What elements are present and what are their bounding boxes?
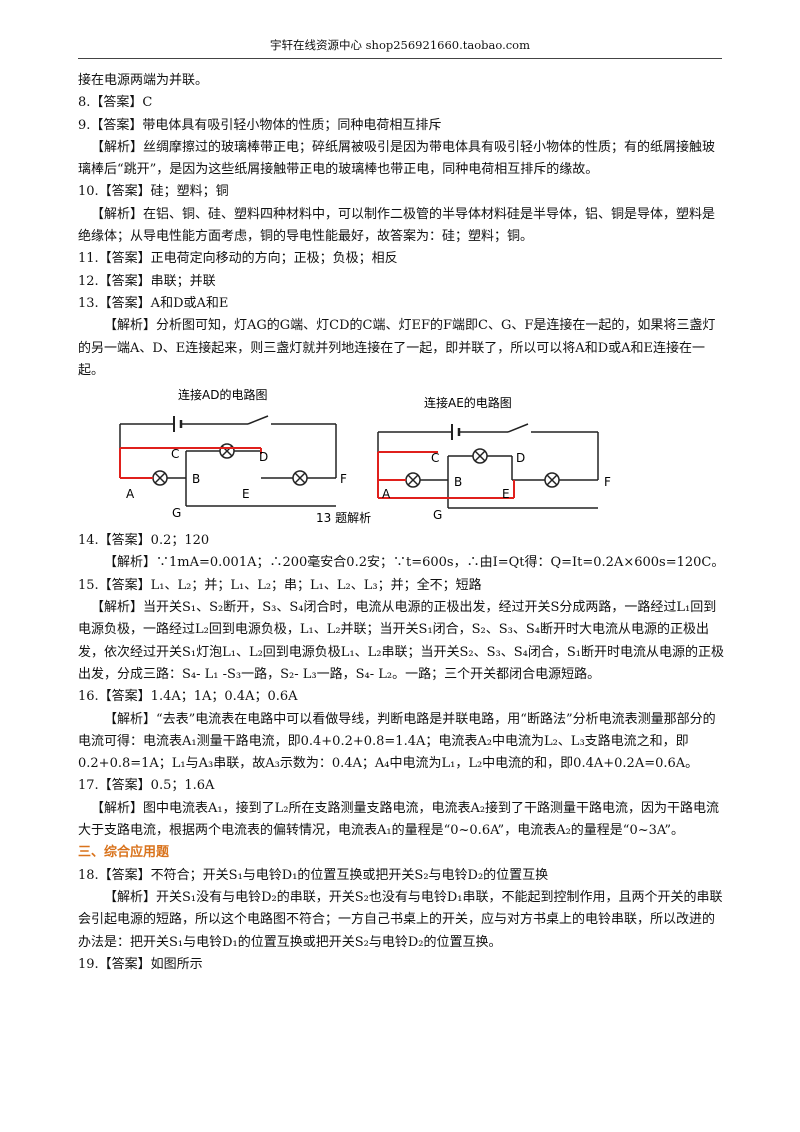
left-label-F: F: [340, 472, 347, 486]
page-header: 宇轩在线资源中心 shop256921660.taobao.com: [78, 36, 722, 59]
answer-17: 17.【答案】0.5；1.6A: [78, 778, 215, 794]
answer-15: 15.【答案】L₁、L₂；并；L₁、L₂；串；L₁、L₂、L₃；并；全不；短路: [78, 577, 482, 593]
answer-14: 14.【答案】0.2；120: [78, 533, 210, 549]
right-circuit-wires: [377, 423, 599, 509]
right-label-D: D: [516, 451, 525, 465]
explanation-13: 【解析】分析图可知，灯AG的G端、灯CD的C端、灯EF的F端即C、G、F是连接在…: [78, 318, 716, 378]
left-diagram-title: 连接AD的电路图: [178, 387, 267, 402]
left-label-G: G: [172, 506, 181, 520]
answer-18: 18.【答案】不符合；开关S₁与电铃D₁的位置互换或把开关S₂与电铃D₂的位置互…: [78, 867, 549, 883]
answer-11: 11.【答案】正电荷定向移动的方向；正极；负极；相反: [78, 251, 398, 267]
answer-9: 9.【答案】带电体具有吸引轻小物体的性质；同种电荷相互排斥: [78, 117, 442, 133]
right-diagram-title: 连接AE的电路图: [424, 395, 512, 410]
right-label-G: G: [433, 508, 442, 522]
circuit-diagrams: 连接AD的电路图: [119, 387, 611, 525]
answer-13: 13.【答案】A和D或A和E: [78, 295, 229, 311]
answer-8: 8.【答案】C: [78, 95, 153, 111]
answer-12: 12.【答案】串联；并联: [78, 273, 216, 289]
answer-16: 16.【答案】1.4A；1A；0.4A；0.6A: [78, 689, 298, 705]
answer-19: 19.【答案】如图所示: [78, 956, 203, 972]
left-label-D: D: [259, 450, 268, 464]
explanation-16: 【解析】“去表”电流表在电路中可以看做导线，判断电路是并联电路，用“断路法”分析…: [78, 711, 716, 772]
answer-10: 10.【答案】硅；塑料；铜: [78, 184, 229, 200]
left-label-A: A: [126, 487, 135, 501]
right-label-A: A: [382, 487, 391, 501]
explanation-9: 【解析】丝绸摩擦过的玻璃棒带正电；碎纸屑被吸引是因为带电体具有吸引轻小物体的性质…: [78, 139, 716, 178]
right-red-connection: [377, 451, 515, 500]
section-heading: 三、综合应用题: [78, 845, 170, 861]
left-label-B: B: [192, 472, 200, 486]
right-label-E: E: [502, 487, 510, 501]
explanation-10: 【解析】在铝、铜、硅、塑料四种材料中，可以制作二极管的半导体材料硅是半导体，铝、…: [78, 206, 716, 245]
circuit-figure-13: 连接AD的电路图: [78, 386, 726, 528]
line-parallel-note: 接在电源两端为并联。: [78, 73, 209, 88]
answer-content: 接在电源两端为并联。 8.【答案】C 9.【答案】带电体具有吸引轻小物体的性质；…: [78, 70, 726, 976]
explanation-17: 【解析】图中电流表A₁，接到了L₂所在支路测量支路电流，电流表A₂接到了干路测量…: [78, 800, 720, 839]
left-circuit-wires: [119, 415, 337, 507]
left-label-E: E: [242, 487, 250, 501]
right-label-F: F: [604, 475, 611, 489]
right-label-C: C: [431, 451, 439, 465]
left-label-C: C: [171, 447, 179, 461]
left-red-connection: [119, 447, 262, 480]
right-label-B: B: [454, 475, 462, 489]
explanation-14: 【解析】∵1mA=0.001A；∴200毫安合0.2安；∵t=600s，∴由I=…: [104, 555, 725, 571]
explanation-15: 【解析】当开关S₁、S₂断开，S₃、S₄闭合时，电流从电源的正极出发，经过开关S…: [78, 600, 724, 682]
explanation-18: 【解析】开关S₁没有与电铃D₂的串联，开关S₂也没有与电铃D₁串联，不能起到控制…: [78, 889, 723, 950]
figure-caption: 13 题解析: [316, 511, 371, 525]
